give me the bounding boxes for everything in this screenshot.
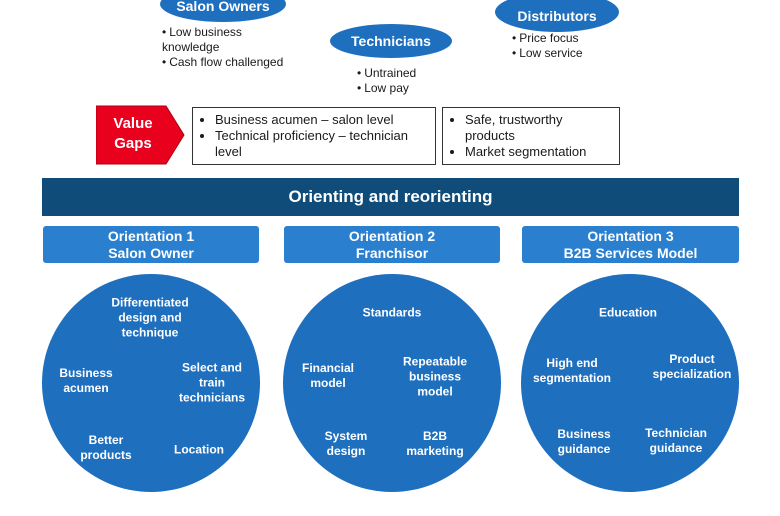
circle-item: Better products: [80, 433, 132, 462]
orientation-1-circle: [42, 274, 260, 492]
orientation-3-circle: [521, 274, 739, 492]
value-gaps-arrow: [96, 105, 185, 165]
list-item: Cash flow challenged: [162, 55, 292, 70]
banner-title: Orienting and reorienting: [288, 187, 493, 206]
circle-item: Location: [174, 442, 224, 457]
circle-item: Business guidance: [557, 427, 611, 456]
orientation-1-header: Orientation 1 Salon Owner: [43, 226, 259, 263]
technicians-bullets: Untrained Low pay: [357, 66, 457, 96]
circle-item: High end segmentation: [532, 356, 612, 385]
orientation-title: Orientation 1: [107, 227, 195, 244]
list-item: Low business knowledge: [162, 25, 292, 55]
orientation-3-header: Orientation 3 B2B Services Model: [522, 226, 739, 263]
list-item: Low service: [512, 46, 612, 61]
distributors-oval: Distributors: [495, 0, 619, 32]
orientation-subtitle: Franchisor: [355, 244, 429, 261]
technicians-label: Technicians: [351, 33, 431, 49]
circle-item: Differentiated design and technique: [111, 295, 189, 340]
list-item: Price focus: [512, 31, 612, 46]
value-gap-box-1: Business acumen – salon level Technical …: [192, 107, 436, 165]
orienting-banner: Orienting and reorienting: [42, 178, 739, 216]
list-item: Technical proficiency – technician level: [215, 128, 427, 160]
circle-item: Standards: [362, 305, 422, 320]
circle-item: Business acumen: [59, 366, 113, 395]
circle-item: Repeatable business model: [402, 354, 468, 399]
list-item: Low pay: [357, 81, 457, 96]
technicians-oval: Technicians: [330, 24, 452, 58]
value-gap-box-2: Safe, trustworthy products Market segmen…: [442, 107, 620, 165]
circle-item: B2B marketing: [406, 429, 464, 458]
orientation-2-circle: [283, 274, 501, 492]
salon-owners-label: Salon Owners: [176, 0, 270, 14]
orientation-subtitle: B2B Services Model: [563, 244, 698, 261]
circle-item: System design: [324, 429, 368, 458]
circle-item: Education: [598, 305, 658, 320]
circle-item: Select and train technicians: [178, 360, 246, 405]
distributors-bullets: Price focus Low service: [512, 31, 612, 61]
circle-item: Product specialization: [652, 352, 732, 381]
list-item: Business acumen – salon level: [215, 112, 427, 128]
list-item: Safe, trustworthy products: [465, 112, 611, 144]
orientation-subtitle: Salon Owner: [108, 244, 194, 261]
orientation-title: Orientation 3: [587, 227, 674, 244]
orientation-2-header: Orientation 2 Franchisor: [284, 226, 500, 263]
value-gaps-label: Value Gaps: [113, 115, 153, 152]
list-item: Untrained: [357, 66, 457, 81]
salon-owners-bullets: Low business knowledge Cash flow challen…: [162, 25, 292, 70]
circle-item: Financial model: [301, 361, 355, 390]
circle-item: Technician guidance: [645, 426, 707, 455]
orientation-title: Orientation 2: [348, 227, 436, 244]
list-item: Market segmentation: [465, 144, 611, 160]
salon-owners-oval: Salon Owners: [160, 0, 286, 22]
distributors-label: Distributors: [517, 8, 597, 24]
